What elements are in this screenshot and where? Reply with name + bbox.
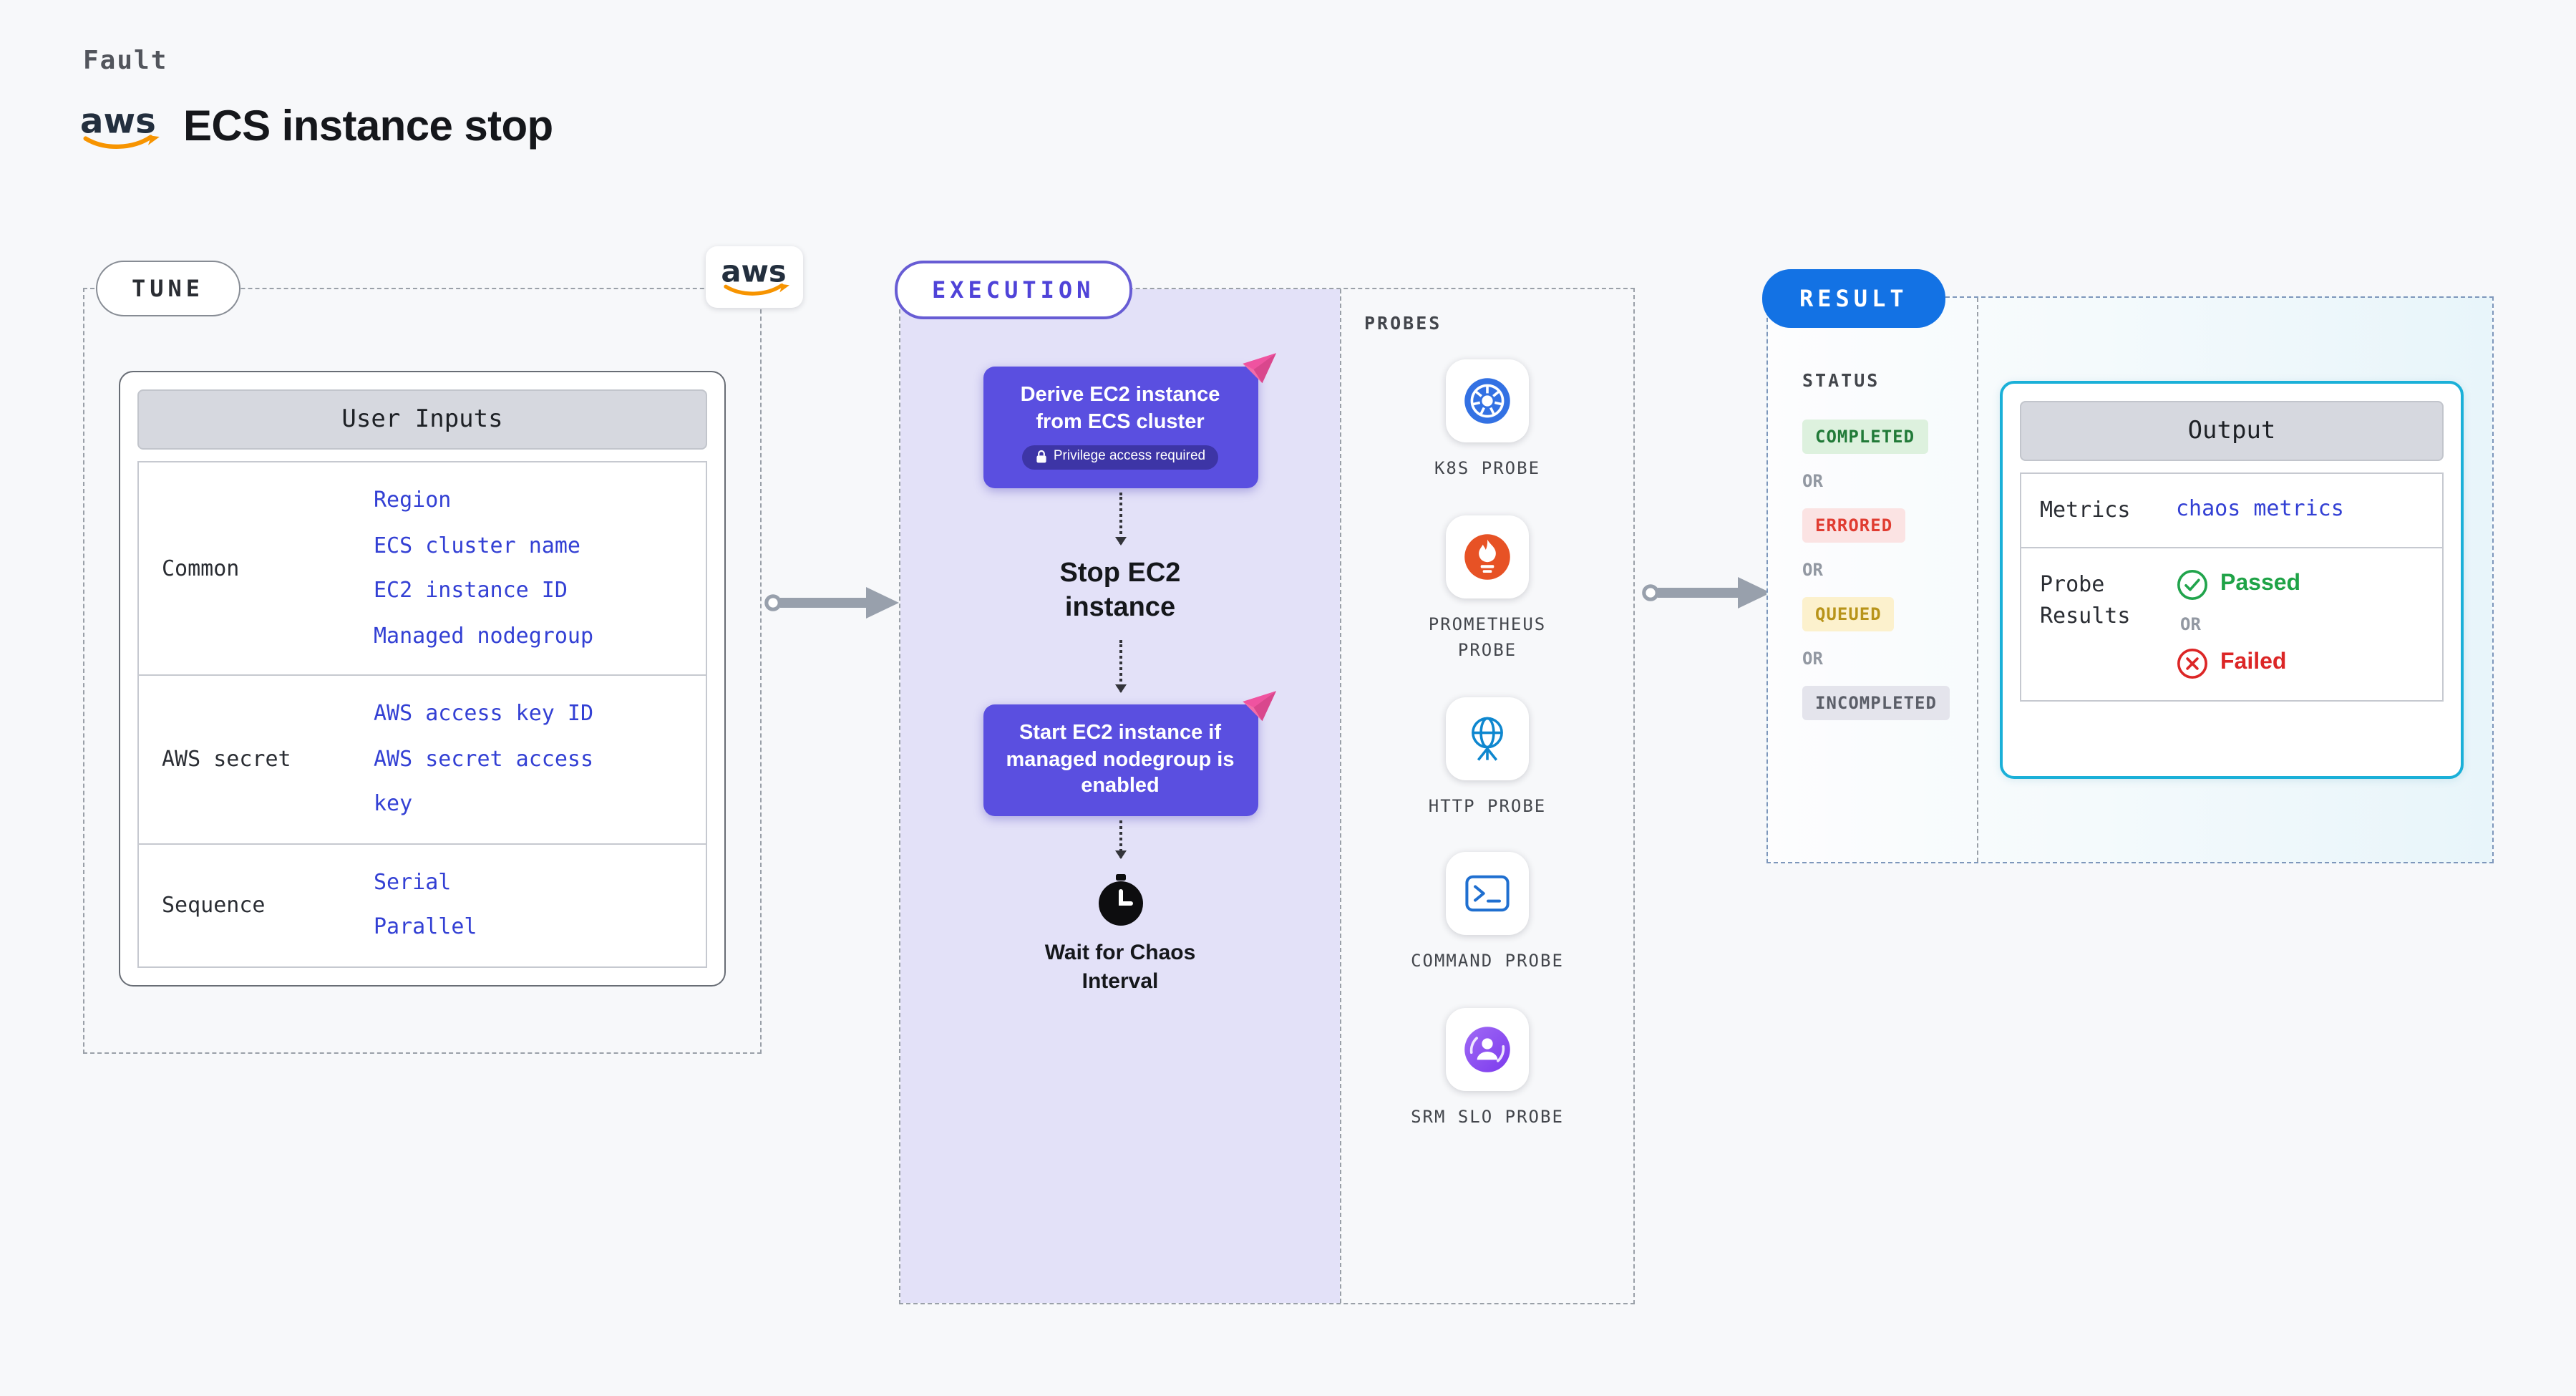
step-start-ec2: Start EC2 instance if managed nodegroup … — [983, 690, 1275, 817]
aws-logo-icon: aws — [77, 100, 160, 155]
aws-logo-icon: aws — [706, 246, 803, 308]
input-row-sequence: Sequence Serial Parallel — [137, 843, 707, 967]
input-row-values: Serial Parallel — [368, 844, 706, 966]
output-card: Output Metrics chaos metrics Probe Resul… — [2000, 381, 2464, 779]
page-title: ECS instance stop — [183, 103, 553, 150]
input-value: EC2 instance ID — [374, 577, 568, 603]
or-label: OR — [1802, 560, 1823, 580]
passed-label: Passed — [2220, 571, 2301, 596]
check-circle-icon — [2177, 569, 2207, 599]
privilege-badge-label: Privilege access required — [1053, 448, 1206, 465]
lock-icon — [1036, 450, 1046, 464]
step-derive-title: Derive EC2 instance from ECS cluster — [1020, 384, 1220, 434]
tune-label: TUNE — [96, 261, 240, 316]
input-value: ECS cluster name — [374, 532, 580, 558]
aws-wordmark: aws — [80, 102, 156, 142]
rocket-icon — [1234, 344, 1279, 397]
input-row-aws-secret: AWS secret AWS access key ID AWS secret … — [137, 674, 707, 844]
status-output-divider — [1977, 298, 1978, 862]
execution-flow: Derive EC2 instance from ECS cluster Pri… — [900, 289, 1340, 1303]
input-value: Region — [374, 487, 452, 513]
execution-label: EXECUTION — [895, 261, 1132, 319]
flow-arrow-icon — [764, 587, 899, 619]
probe-label: K8S PROBE — [1434, 458, 1541, 478]
status-column: STATUS COMPLETED OR ERRORED OR QUEUED OR… — [1768, 298, 1977, 862]
step-wait-chaos: Wait for Chaos Interval — [1044, 941, 1196, 994]
fault-kicker: Fault — [83, 46, 168, 76]
input-value: Managed nodegroup — [374, 622, 594, 648]
aws-wordmark: aws — [721, 254, 786, 289]
step-start-title: Start EC2 instance if managed nodegroup … — [1006, 721, 1235, 798]
probe-label: PROMETHEUS PROBE — [1428, 614, 1547, 661]
result-section: RESULT STATUS COMPLETED OR ERRORED OR QU… — [1762, 269, 2494, 863]
probes-title: PROBES — [1364, 312, 1442, 334]
step-derive-ec2: Derive EC2 instance from ECS cluster Pri… — [983, 353, 1275, 489]
input-row-label: AWS secret — [162, 746, 291, 772]
probe-label: SRM SLO PROBE — [1411, 1106, 1564, 1127]
probe-srm-slo: SRM SLO PROBE — [1411, 1007, 1564, 1130]
or-label: OR — [2180, 614, 2201, 634]
metrics-label: Metrics — [2040, 497, 2131, 523]
probe-result-passed: Passed — [2176, 568, 2434, 601]
probe-label: HTTP PROBE — [1428, 795, 1547, 816]
srm-slo-icon — [1445, 1007, 1529, 1091]
status-badge-queued: QUEUED — [1802, 597, 1895, 631]
input-value: Parallel — [374, 913, 477, 939]
input-value: AWS secret access key — [374, 745, 594, 816]
input-value: Serial — [374, 868, 452, 894]
output-row-probe-results: Probe Results Passed OR — [2020, 546, 2444, 701]
input-row-values: Region ECS cluster name EC2 instance ID … — [368, 462, 706, 674]
http-globe-icon — [1446, 697, 1529, 780]
probe-results-label: Probe Results — [2040, 571, 2131, 629]
failed-label: Failed — [2220, 650, 2287, 674]
user-inputs-title: User Inputs — [137, 389, 707, 450]
chaos-metrics-link[interactable]: chaos metrics — [2176, 495, 2344, 521]
tune-section: TUNE aws User Inputs Common Region ECS c… — [83, 246, 803, 1054]
status-badge-errored: ERRORED — [1802, 508, 1906, 543]
probe-k8s: K8S PROBE — [1434, 359, 1540, 482]
flow-connector — [1114, 820, 1126, 860]
probe-command: COMMAND PROBE — [1411, 852, 1564, 975]
status-title: STATUS — [1802, 369, 1880, 391]
x-circle-icon — [2177, 648, 2207, 678]
user-inputs-card: User Inputs Common Region ECS cluster na… — [119, 371, 726, 986]
privilege-badge: Privilege access required — [1021, 445, 1219, 470]
output-title: Output — [2020, 401, 2444, 461]
flow-connector — [1114, 493, 1126, 546]
step-stop-ec2: Stop EC2 instance — [1059, 558, 1181, 623]
command-terminal-icon — [1445, 852, 1529, 936]
flow-connector — [1114, 639, 1126, 693]
prometheus-icon — [1446, 515, 1529, 598]
rocket-icon — [1234, 682, 1279, 735]
title-row: aws ECS instance stop — [77, 100, 553, 155]
input-row-label: Sequence — [162, 892, 266, 918]
input-row-values: AWS access key ID AWS secret access key — [368, 676, 706, 843]
probe-result-failed: Failed — [2176, 646, 2434, 679]
output-row-metrics: Metrics chaos metrics — [2020, 472, 2444, 548]
status-badge-incompleted: INCOMPLETED — [1802, 686, 1950, 720]
or-label: OR — [1802, 649, 1823, 669]
probe-http: HTTP PROBE — [1429, 697, 1547, 820]
input-row-label: Common — [162, 556, 240, 581]
execution-section: EXECUTION Derive EC2 instance from ECS c… — [895, 261, 1635, 1304]
probe-label: COMMAND PROBE — [1411, 951, 1564, 971]
kubernetes-icon — [1446, 359, 1529, 442]
status-badge-completed: COMPLETED — [1802, 420, 1928, 454]
probe-prometheus: PROMETHEUS PROBE — [1409, 515, 1566, 664]
result-label: RESULT — [1762, 269, 1945, 328]
clock-icon — [1094, 873, 1146, 928]
probes-panel: PROBES — [1340, 289, 1633, 1303]
flow-arrow-icon — [1642, 577, 1771, 609]
input-value: AWS access key ID — [374, 700, 594, 726]
or-label: OR — [1802, 471, 1823, 491]
input-row-common: Common Region ECS cluster name EC2 insta… — [137, 461, 707, 676]
